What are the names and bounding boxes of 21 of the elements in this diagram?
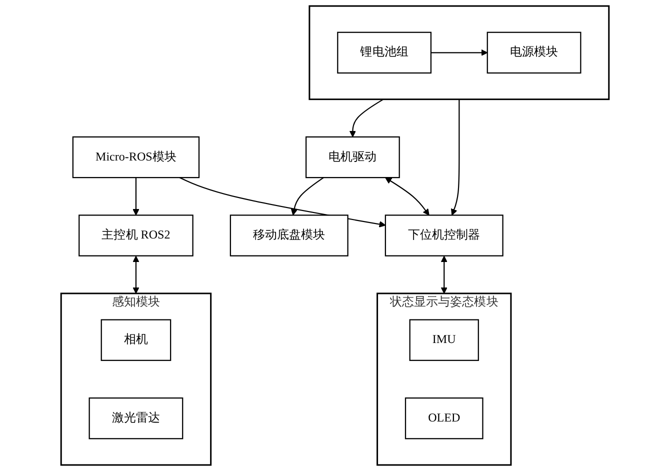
arrow <box>132 256 140 294</box>
arrow <box>430 49 488 56</box>
node-box: 主控机 ROS2 <box>78 214 194 256</box>
node-box: 相机 <box>100 319 172 361</box>
arrow <box>450 99 460 216</box>
arrow <box>440 256 448 294</box>
arrow <box>349 98 384 138</box>
node-box: 电源模块 <box>486 32 582 74</box>
node-box: 下位机控制器 <box>384 214 504 256</box>
node-box: 电机驱动 <box>306 136 400 178</box>
arrow <box>179 177 386 228</box>
node-box: Micro-ROS模块 <box>72 136 200 178</box>
arrow <box>290 177 324 216</box>
node-box: 锂电池组 <box>337 32 432 74</box>
arrow <box>132 178 140 216</box>
node-box: 移动底盘模块 <box>230 214 348 256</box>
node-box: OLED <box>404 397 484 440</box>
node-box: 激光雷达 <box>88 397 184 440</box>
cluster <box>308 5 610 100</box>
arrow <box>385 177 430 216</box>
node-box: IMU <box>409 319 479 361</box>
